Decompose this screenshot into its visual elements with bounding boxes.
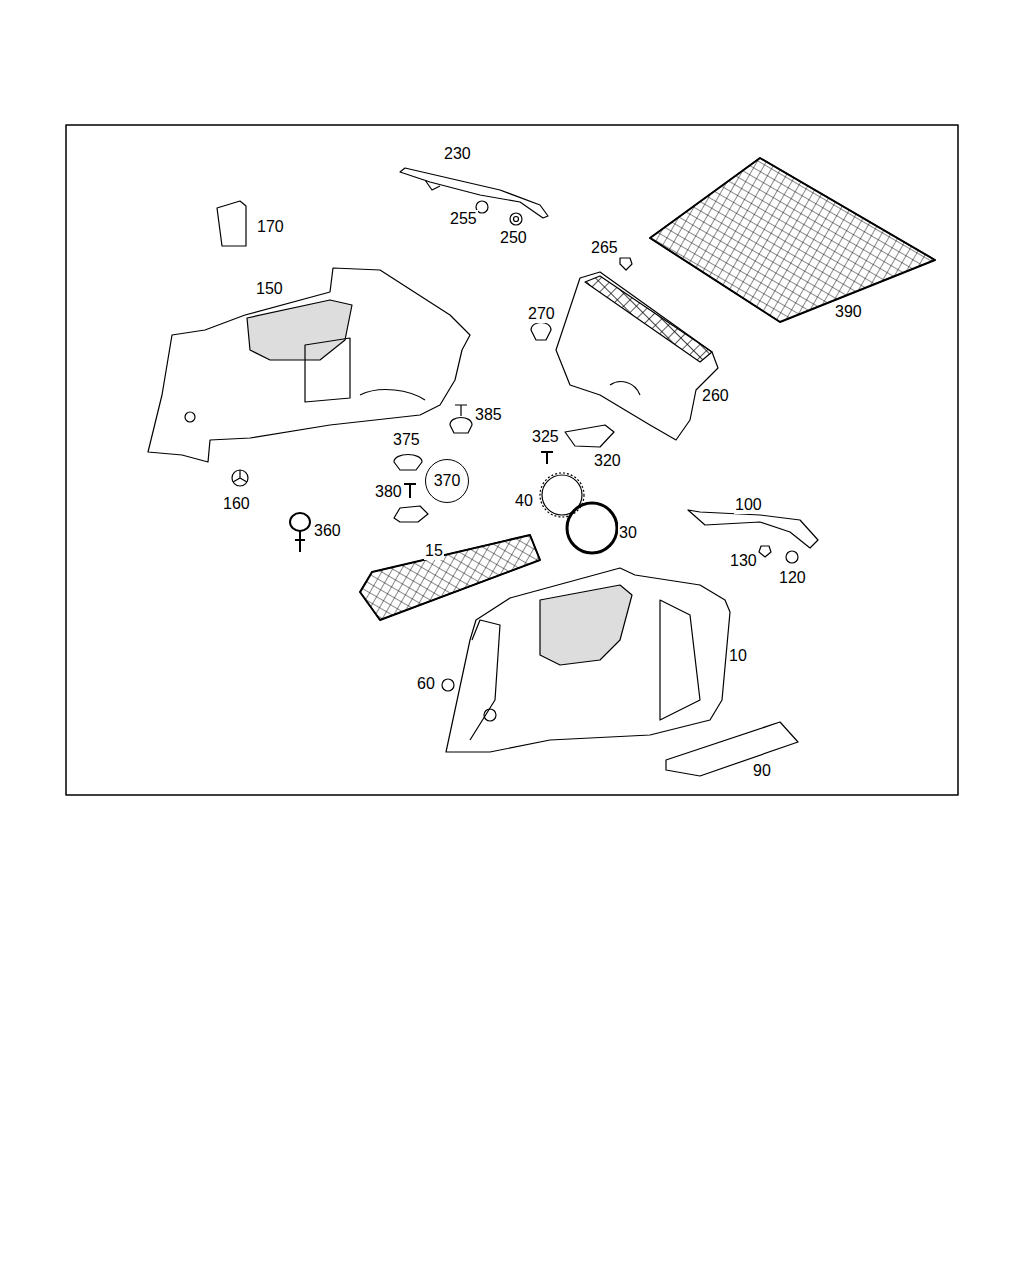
- callout-number: 375: [392, 431, 421, 449]
- callout-number: 30: [618, 524, 638, 542]
- screw: [541, 452, 553, 464]
- speaker-cover: [540, 473, 584, 517]
- hole: [484, 709, 496, 721]
- panel-recess: [540, 585, 632, 665]
- side-panel: [446, 568, 730, 752]
- callout-number: 40: [514, 492, 534, 510]
- callout-number: 325: [531, 428, 560, 446]
- callout-number: 60: [416, 675, 436, 693]
- nut: [514, 217, 519, 222]
- clip: [759, 546, 771, 557]
- panel-recess: [247, 300, 352, 360]
- callout-number: 270: [527, 305, 556, 323]
- rear-panel: [610, 382, 640, 395]
- foam-block: [666, 722, 798, 776]
- eye-bolt: [290, 513, 310, 531]
- callout-number: 370: [434, 472, 461, 490]
- panel-edge: [470, 620, 500, 740]
- callout-number: 230: [443, 145, 472, 163]
- ring: [567, 503, 617, 553]
- cargo-net: [650, 158, 935, 322]
- callout-number: 10: [728, 647, 748, 665]
- clip: [531, 323, 551, 341]
- star-clip: [232, 470, 248, 486]
- callout-number: 360: [313, 522, 342, 540]
- rear-panel: [585, 276, 712, 362]
- tab-part: [217, 201, 246, 246]
- callout-number: 385: [474, 406, 503, 424]
- callout-number: 380: [374, 483, 403, 501]
- callout-number: 130: [729, 552, 758, 570]
- callout-number: 260: [701, 387, 730, 405]
- side-panel: [148, 268, 470, 462]
- callout-number: 100: [734, 496, 763, 514]
- clip: [620, 258, 632, 270]
- callout-number: 320: [593, 452, 622, 470]
- cargo-net: [650, 158, 935, 322]
- callout-number: 150: [255, 280, 284, 298]
- net-panel: [360, 535, 540, 620]
- callout-number: 265: [590, 239, 619, 257]
- frame: [66, 125, 958, 795]
- nut: [786, 551, 798, 563]
- callout-number: 390: [834, 303, 863, 321]
- panel-recess: [660, 600, 700, 720]
- nut: [476, 201, 488, 213]
- trim-strip: [688, 510, 818, 548]
- callout-number: 170: [256, 218, 285, 236]
- callout-circle: 370: [425, 459, 469, 503]
- rear-panel: [556, 272, 718, 440]
- callout-number: 255: [449, 210, 478, 228]
- net-panel: [360, 535, 540, 620]
- callout-number: 90: [752, 762, 772, 780]
- star-clip: [233, 470, 247, 482]
- screw: [404, 484, 416, 498]
- callout-number: 160: [222, 495, 251, 513]
- callout-number: 120: [778, 569, 807, 587]
- cap: [394, 455, 422, 471]
- hole: [185, 412, 195, 422]
- panel-recess: [305, 338, 350, 402]
- bracket: [394, 506, 428, 522]
- panel-edge: [360, 390, 425, 400]
- nut: [510, 213, 522, 225]
- eye-bolt: [295, 531, 305, 552]
- callout-number: 15: [424, 542, 444, 560]
- callout-number: 250: [499, 229, 528, 247]
- knob: [450, 405, 472, 433]
- clip: [565, 425, 614, 447]
- clip: [442, 679, 454, 691]
